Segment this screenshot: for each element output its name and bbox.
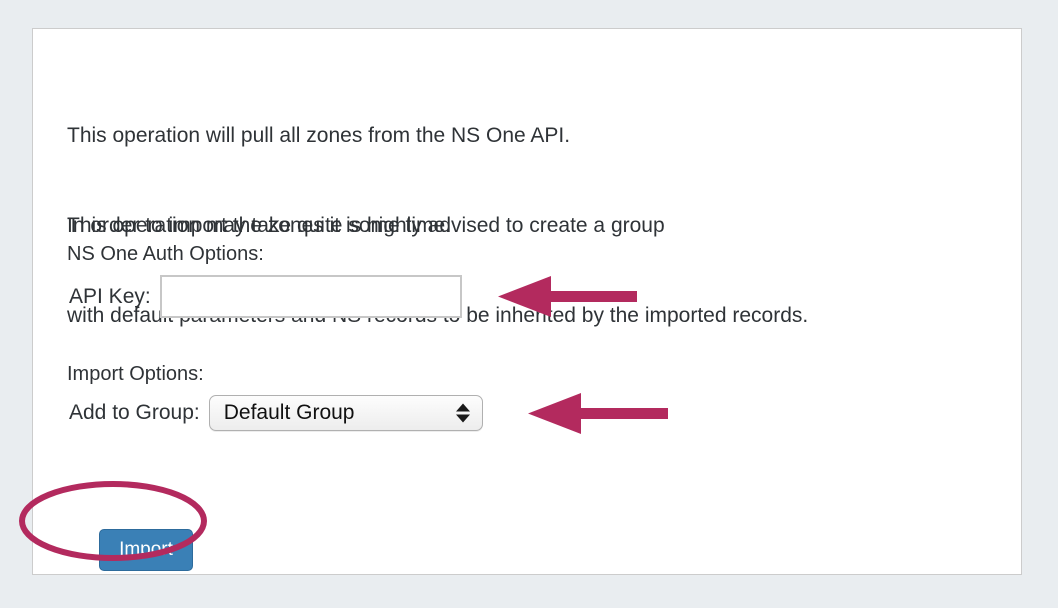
triangle-down-icon[interactable] [455, 414, 470, 423]
intro-line-1: This operation will pull all zones from … [67, 124, 571, 147]
intro-paragraph-1: This operation will pull all zones from … [67, 61, 570, 301]
intro-line-2: This operation may take quite some time. [67, 214, 452, 237]
import-options-heading: Import Options: [67, 363, 204, 385]
auth-options-heading: NS One Auth Options: [67, 243, 264, 265]
api-key-row: API Key: [69, 275, 462, 318]
add-to-group-label: Add to Group: [69, 401, 200, 424]
add-to-group-selected-value: Default Group [223, 401, 355, 424]
intro-paragraph-2: In order to import the zones it is highl… [67, 151, 808, 391]
import-panel: This operation will pull all zones from … [32, 28, 1022, 575]
intro-line-3: In order to import the zones it is highl… [67, 214, 665, 237]
stepper-arrows[interactable] [455, 403, 470, 423]
triangle-up-icon[interactable] [455, 403, 470, 412]
api-key-label: API Key: [69, 284, 151, 308]
add-to-group-row: Add to Group: Default Group [69, 395, 483, 431]
api-key-input[interactable] [159, 275, 462, 318]
import-button[interactable]: Import [99, 529, 193, 571]
add-to-group-select[interactable]: Default Group [208, 395, 483, 431]
